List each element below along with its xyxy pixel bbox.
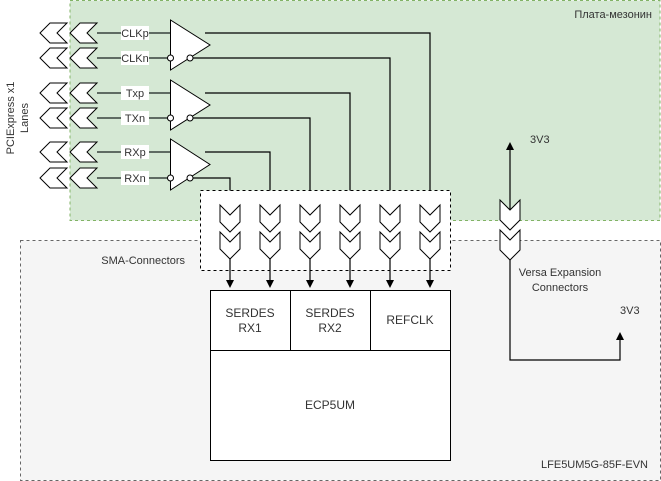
versa-connector-bottom (499, 228, 521, 261)
svg-text:PCIExpress x1: PCIExpress x1 (5, 82, 17, 155)
serdes-rx2-line1: SERDES (305, 306, 354, 320)
pcie-connector-rxn-1 (39, 167, 69, 189)
signal-label-clkn: CLKn (121, 51, 149, 65)
signal-label-txp: Txp (121, 86, 149, 100)
sma-connector-5-1 (379, 203, 401, 233)
sma-connector-6-2 (419, 230, 441, 260)
sma-connector-3-1 (299, 203, 321, 233)
svg-text:CLKn: CLKn (121, 53, 149, 65)
power-label-bottom: 3V3 (620, 305, 640, 317)
serdes-rx1-line2: RX1 (238, 321, 262, 335)
svg-text:Lanes: Lanes (19, 103, 31, 133)
pcie-connector-clkn-2 (69, 47, 99, 69)
pcie-connector-clkp-2 (69, 22, 99, 44)
pcie-lanes-label: PCIExpress x1 Lanes (5, 82, 31, 155)
pcie-connector-txn-1 (39, 107, 69, 129)
svg-text:CLKp: CLKp (121, 28, 149, 40)
pcie-connector-txn-2 (69, 107, 99, 129)
power-label-top: 3V3 (530, 134, 550, 146)
serdes-rx2-line2: RX2 (318, 321, 342, 335)
sma-connectors (219, 203, 441, 288)
ecp5um-label: ECP5UM (305, 398, 355, 412)
versa-expansion: 3V3 3V3 Versa Expansion Connectors (499, 134, 640, 361)
pcie-connector-rxp-2 (69, 141, 99, 163)
signal-label-clkp: CLKp (121, 26, 149, 40)
versa-label-line2: Connectors (532, 282, 589, 294)
inverter-bubble-in-3 (167, 174, 174, 182)
pcie-connector-rxp-1 (39, 141, 69, 163)
sma-connector-6-1 (419, 203, 441, 233)
inverter-bubble-out-2 (186, 114, 194, 122)
mezzanine-label: Плата-мезонин (574, 9, 652, 21)
wire-rxp (205, 151, 271, 205)
refclk-block (370, 290, 451, 351)
sma-connectors-label: SMA-Connectors (101, 255, 185, 267)
sma-connector-1-1 (219, 203, 241, 233)
serdes-rx1-line1: SERDES (225, 306, 274, 320)
sma-connector-3-2 (299, 230, 321, 260)
pcie-connector-txp-1 (39, 82, 69, 104)
inverter-bubble-in-1 (167, 54, 174, 62)
wire-clkn (193, 57, 391, 205)
pcie-connector-clkn-1 (39, 47, 69, 69)
sma-connector-4-2 (339, 230, 361, 260)
sma-connector-5-2 (379, 230, 401, 260)
power-line-bottom (509, 260, 624, 361)
wire-clkp (205, 32, 431, 205)
inverter-bubble-out-3 (186, 174, 194, 182)
svg-text:RXn: RXn (124, 173, 145, 185)
refclk-label: REFCLK (386, 313, 433, 327)
fpga-ecp5um: SERDES RX1 SERDES RX2 REFCLK ECP5UM (210, 290, 451, 461)
inverter-bubble-in-2 (167, 114, 174, 122)
sma-connector-box (200, 190, 451, 271)
ecp5um-core-block (210, 350, 451, 461)
pcie-connector-clkp-1 (39, 22, 69, 44)
sma-connector-1-2 (219, 230, 241, 260)
signal-label-rxn: RXn (121, 171, 149, 185)
sma-connector-2-2 (259, 230, 281, 260)
svg-text:Txp: Txp (126, 88, 144, 100)
versa-connector-top (499, 198, 521, 231)
wire-txn (193, 117, 311, 205)
inverter-bubble-out-1 (186, 54, 194, 62)
svg-text:RXp: RXp (124, 147, 145, 159)
pcie-connector-rxn-2 (69, 167, 99, 189)
pcie-connector-txp-2 (69, 82, 99, 104)
signal-label-rxp: RXp (121, 145, 149, 159)
mezzanine-board-region (69, 0, 661, 221)
svg-text:TXn: TXn (125, 113, 145, 125)
signal-label-txn: TXn (121, 111, 149, 125)
evn-board-label: LFE5UM5G-85F-EVN (541, 459, 648, 471)
sma-connector-4-1 (339, 203, 361, 233)
wire-txp (205, 92, 351, 205)
versa-label-line1: Versa Expansion (519, 267, 602, 279)
sma-connector-2-1 (259, 203, 281, 233)
